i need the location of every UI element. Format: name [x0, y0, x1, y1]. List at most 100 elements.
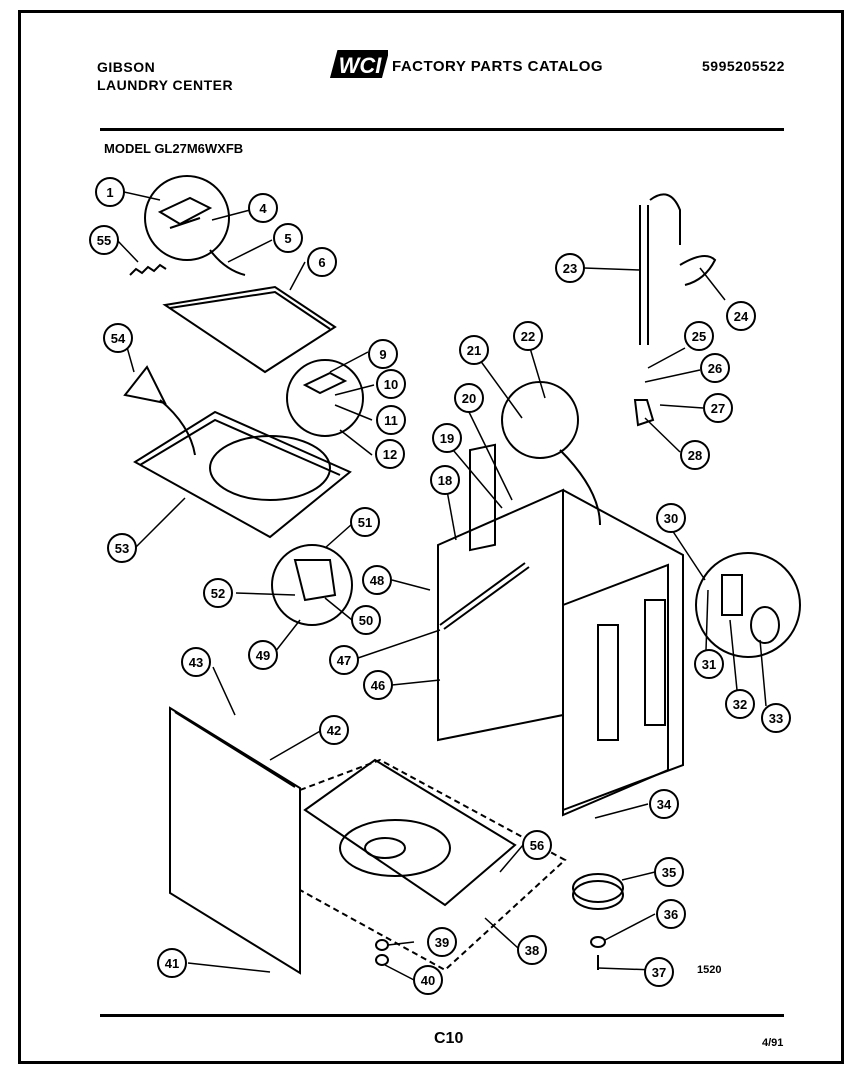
tub-opening [209, 435, 331, 501]
callout-33: 33 [761, 703, 791, 733]
svg-text:40: 40 [421, 973, 435, 988]
callout-54: 54 [103, 323, 133, 353]
callout-25: 25 [684, 321, 714, 351]
svg-text:28: 28 [688, 448, 702, 463]
callout-18: 18 [430, 465, 460, 495]
svg-text:41: 41 [165, 956, 179, 971]
front-panel [169, 706, 301, 975]
top-panel [133, 410, 352, 539]
callout-32: 32 [725, 689, 755, 719]
leader-lines [116, 191, 767, 981]
callout-31: 31 [694, 649, 724, 679]
svg-text:22: 22 [521, 329, 535, 344]
svg-text:5: 5 [284, 231, 291, 246]
svg-text:20: 20 [462, 391, 476, 406]
catalog-number: 5995205522 [702, 58, 785, 74]
page-code: C10 [434, 1030, 464, 1047]
svg-text:47: 47 [337, 653, 351, 668]
svg-text:23: 23 [563, 261, 577, 276]
callout-20: 20 [454, 383, 484, 413]
callout-22: 22 [513, 321, 543, 351]
callout-5: 5 [273, 223, 303, 253]
svg-text:43: 43 [189, 655, 203, 670]
brand-block: GIBSON LAUNDRY CENTER [97, 58, 233, 94]
lid-panel [162, 285, 337, 374]
svg-text:37: 37 [652, 965, 666, 980]
svg-text:11: 11 [384, 413, 398, 428]
drive-pulley [339, 819, 451, 877]
svg-text:48: 48 [370, 573, 384, 588]
svg-text:27: 27 [711, 401, 725, 416]
callout-28: 28 [680, 440, 710, 470]
callout-48: 48 [362, 565, 392, 595]
cabinet-rear-panel [562, 489, 684, 811]
drain-hose [639, 193, 681, 345]
svg-text:1: 1 [106, 185, 113, 200]
callout-27: 27 [703, 393, 733, 423]
svg-text:33: 33 [769, 711, 783, 726]
spring-part [129, 263, 167, 276]
callout-51: 51 [350, 507, 380, 537]
base-frame [303, 758, 517, 907]
hose-clip [679, 255, 717, 286]
svg-text:10: 10 [384, 377, 398, 392]
wci-logo: WCI [329, 50, 388, 78]
svg-text:24: 24 [734, 309, 749, 324]
callout-50: 50 [351, 605, 381, 635]
catalog-title: FACTORY PARTS CATALOG [392, 58, 604, 75]
leg-nut [375, 939, 389, 951]
seal-ring [572, 873, 624, 903]
brand-line-1: GIBSON [97, 59, 156, 75]
cabinet-side-panel [437, 488, 564, 742]
svg-text:30: 30 [664, 511, 678, 526]
callout-6: 6 [307, 247, 337, 277]
callout-53: 53 [107, 533, 137, 563]
callout-42: 42 [319, 715, 349, 745]
drawing-number: 1520 [697, 964, 722, 976]
detail-circle-lid-switch [286, 359, 364, 437]
callout-bubbles: 1456555491011125351525049484746434241403… [89, 177, 791, 995]
svg-text:9: 9 [379, 347, 386, 362]
callout-9: 9 [368, 339, 398, 369]
svg-text:55: 55 [97, 233, 111, 248]
callout-23: 23 [555, 253, 585, 283]
callout-46: 46 [363, 670, 393, 700]
svg-text:39: 39 [435, 935, 449, 950]
svg-text:53: 53 [115, 541, 129, 556]
svg-text:49: 49 [256, 648, 270, 663]
svg-text:46: 46 [371, 678, 385, 693]
callout-38: 38 [517, 935, 547, 965]
model-label: MODEL GL27M6WXFB [104, 141, 244, 156]
diagram-linework [123, 175, 801, 975]
svg-text:51: 51 [358, 515, 372, 530]
svg-text:31: 31 [702, 657, 716, 672]
callout-12: 12 [375, 439, 405, 469]
callout-24: 24 [726, 301, 756, 331]
page-border [18, 10, 844, 1064]
svg-text:38: 38 [525, 943, 539, 958]
detail-circle-clip [501, 381, 579, 459]
svg-text:42: 42 [327, 723, 341, 738]
detail-circle-hinge [144, 175, 230, 261]
header-rule [100, 128, 784, 131]
callout-21: 21 [459, 335, 489, 365]
svg-text:56: 56 [530, 838, 544, 853]
callout-37: 37 [644, 957, 674, 987]
svg-text:32: 32 [733, 697, 747, 712]
callout-34: 34 [649, 789, 679, 819]
hinge-part [157, 196, 213, 229]
callout-49: 49 [248, 640, 278, 670]
svg-text:18: 18 [438, 473, 452, 488]
svg-text:35: 35 [662, 865, 676, 880]
footer-date: 4/91 [762, 1037, 784, 1049]
callout-35: 35 [654, 857, 684, 887]
svg-text:50: 50 [359, 613, 373, 628]
detail-circle-motor-bracket [695, 552, 801, 658]
callout-40: 40 [413, 965, 443, 995]
svg-text:6: 6 [318, 255, 325, 270]
svg-text:34: 34 [657, 797, 672, 812]
support-rod [439, 562, 530, 630]
callout-1: 1 [95, 177, 125, 207]
svg-text:54: 54 [111, 331, 126, 346]
svg-text:52: 52 [211, 586, 225, 601]
